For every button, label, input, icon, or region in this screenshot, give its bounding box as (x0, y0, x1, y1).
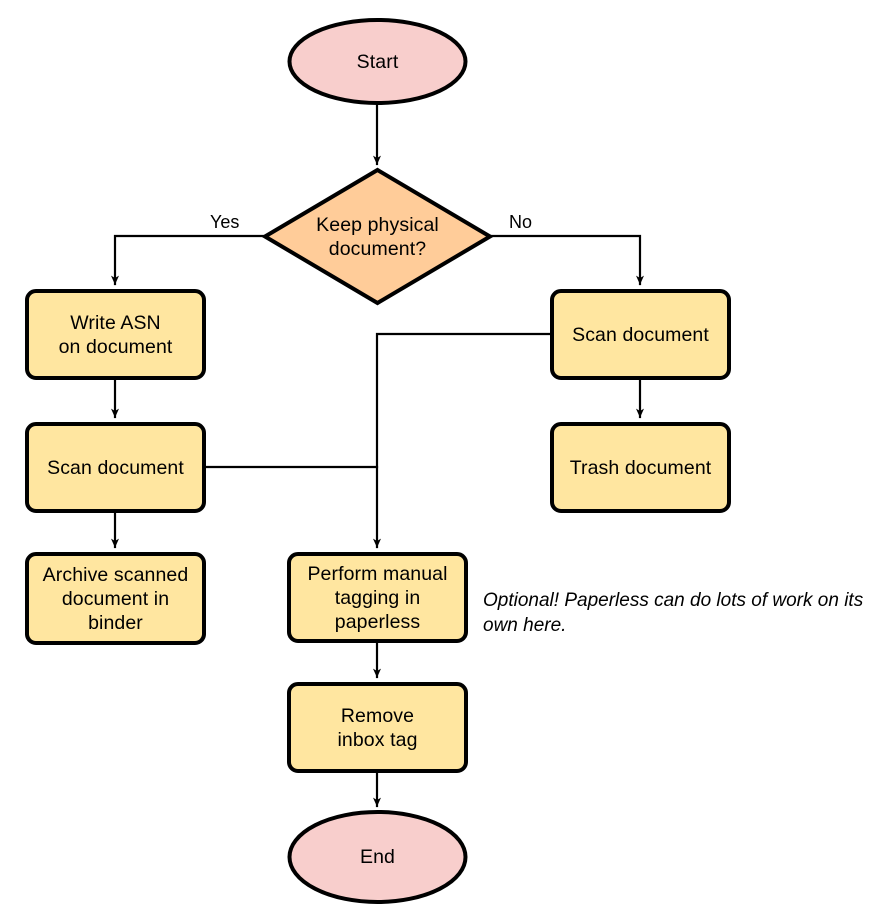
node-remove-inbox-tag[interactable] (289, 684, 466, 771)
node-write-asn-on-document[interactable] (27, 291, 204, 378)
node-write-asn-shape (25, 289, 206, 380)
node-archive-scanned-document-in-binder[interactable] (27, 554, 204, 643)
node-end-shape (287, 810, 468, 904)
node-scan-right-shape (550, 289, 731, 380)
node-decision-shape (261, 167, 494, 306)
node-scan-left-shape (25, 422, 206, 513)
node-trash-shape (550, 422, 731, 513)
node-start[interactable] (289, 20, 466, 103)
edge-label-yes: Yes (210, 212, 240, 232)
connector-decision-yes-to-write-asn (111, 234, 267, 286)
optional-note: Optional! Paperless can do lots of work … (483, 590, 864, 636)
edge-label-no: No (509, 212, 533, 232)
node-trash-document[interactable] (552, 424, 729, 511)
connector-scan-right-to-tagging (373, 332, 554, 549)
node-scan-document-left[interactable] (27, 424, 204, 511)
node-end[interactable] (289, 812, 466, 902)
node-keep-physical-document-decision[interactable] (265, 170, 490, 303)
node-remove-inbox-shape (287, 682, 468, 773)
node-scan-document-right[interactable] (552, 291, 729, 378)
node-archive-shape (25, 552, 206, 645)
node-tagging-shape (287, 552, 468, 643)
node-start-shape (287, 18, 468, 105)
connector-decision-no-to-scan-right (488, 234, 644, 286)
node-perform-manual-tagging-in-paperless[interactable] (289, 554, 466, 641)
